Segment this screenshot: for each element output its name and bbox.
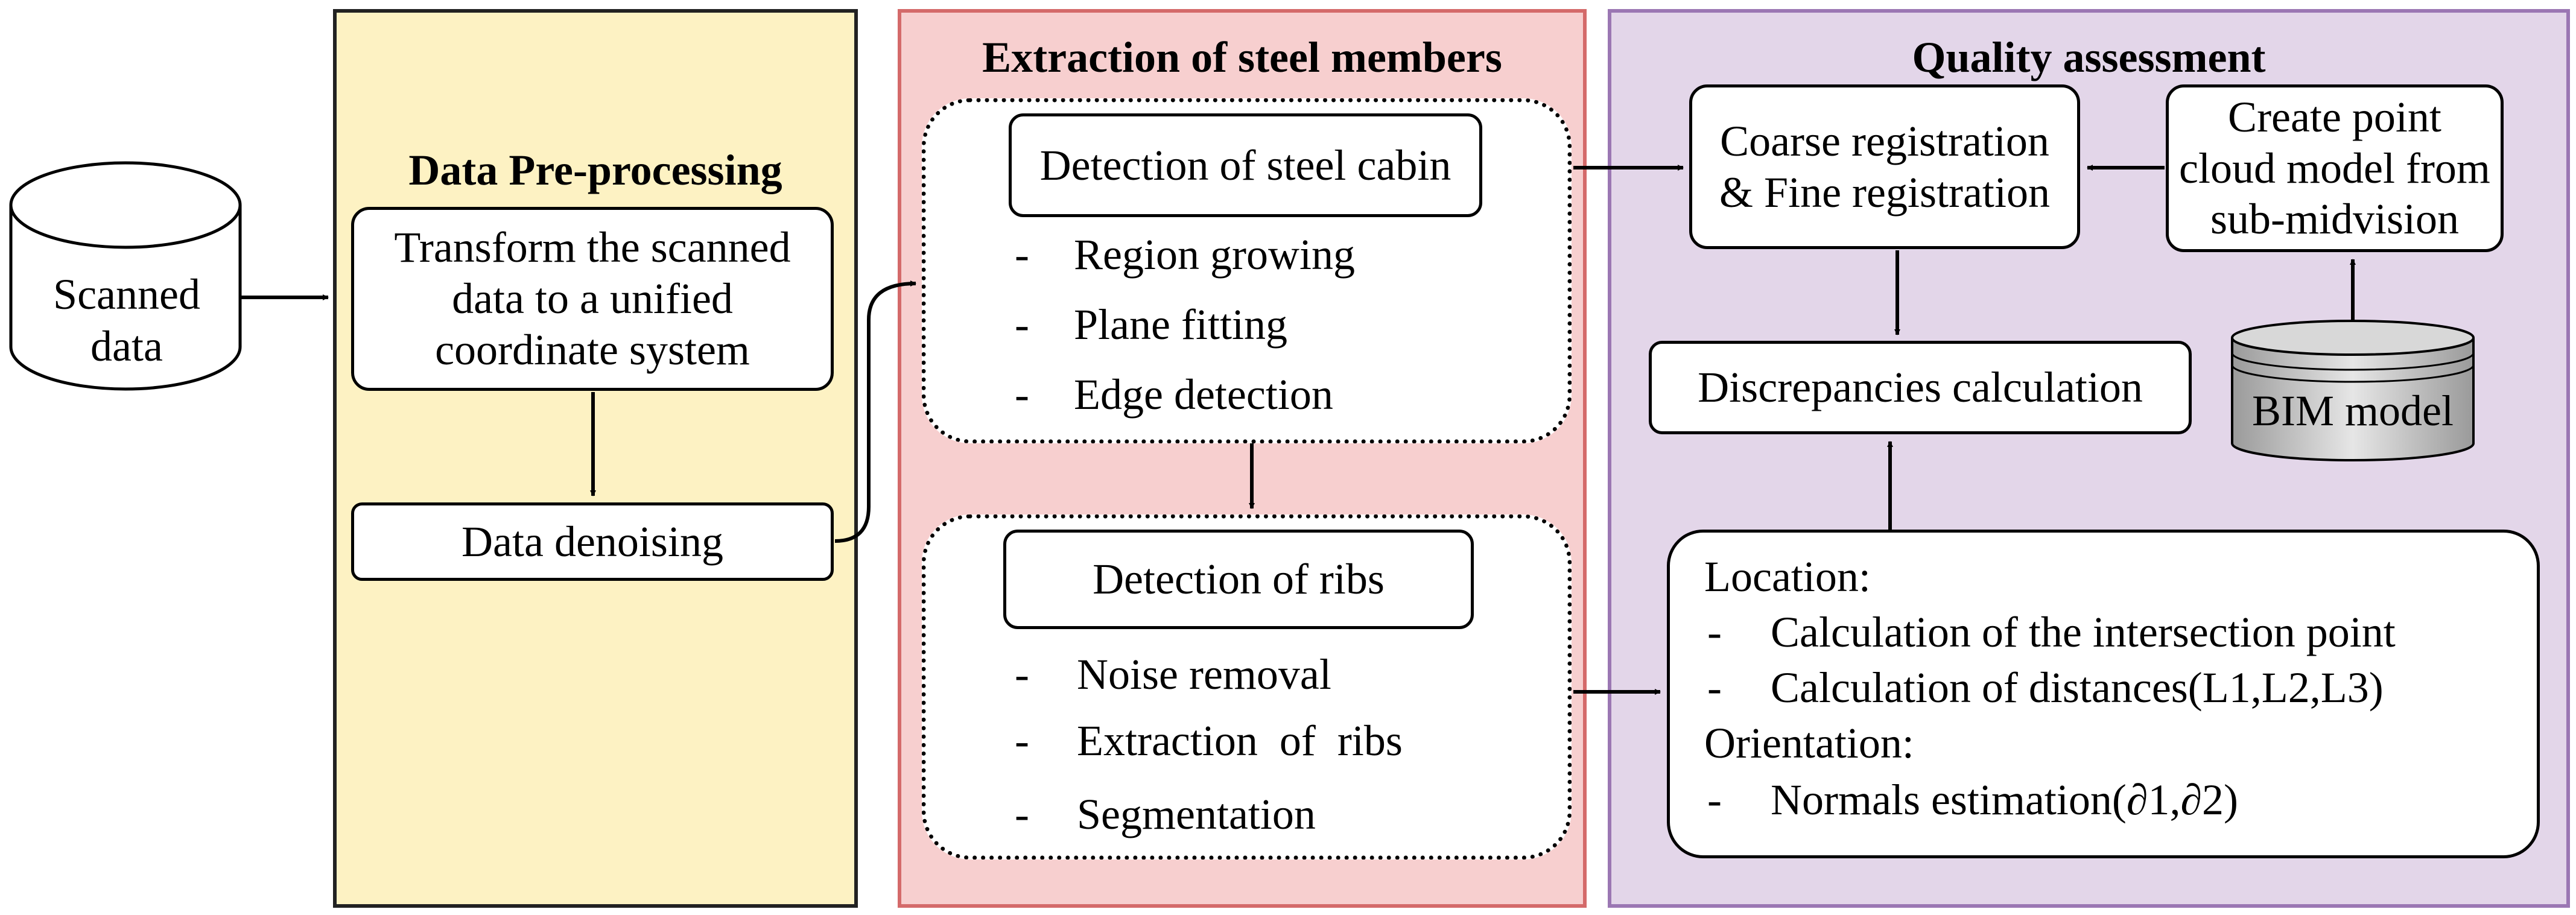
registration-box: Coarse registration & Fine registration <box>1689 84 2080 249</box>
denoise-box: Data denoising <box>351 502 834 581</box>
cabin-item: Plane fitting <box>1074 300 1287 349</box>
bullet-dash: - <box>1015 650 1029 698</box>
ribs-item: Extraction of ribs <box>1077 717 1403 765</box>
bullet-dash: - <box>1707 663 1722 712</box>
cabin-title-box: Detection of steel cabin <box>1009 113 1482 217</box>
arrow-denoise-to-extraction <box>834 280 916 543</box>
quality-title: Quality assessment <box>1912 33 2266 81</box>
orientation-label: Orientation: <box>1704 719 1914 767</box>
scanned-data-cylinder <box>9 161 242 391</box>
bullet-dash: - <box>1015 717 1029 765</box>
bullet-dash: - <box>1015 790 1029 838</box>
bullet-dash: - <box>1015 300 1029 349</box>
bim-model-label: BIM model <box>2252 387 2454 435</box>
assessment-box <box>1667 530 2540 858</box>
preprocessing-title: Data Pre-processing <box>408 146 782 194</box>
extraction-title: Extraction of steel members <box>982 33 1502 81</box>
ribs-title-box: Detection of ribs <box>1003 530 1474 629</box>
discrepancies-box: Discrepancies calculation <box>1649 341 2192 434</box>
preprocessing-panel: Data Pre-processing <box>333 9 858 908</box>
bullet-dash: - <box>1015 370 1029 419</box>
transform-box: Transform the scanned data to a unified … <box>351 207 834 391</box>
ribs-item: Segmentation <box>1077 790 1316 838</box>
ribs-item: Noise removal <box>1077 650 1331 698</box>
bullet-dash: - <box>1707 776 1722 824</box>
scanned-data-label: Scanned data <box>53 270 200 371</box>
location-item: Calculation of distances(L1,L2,L3) <box>1771 663 2384 712</box>
create-model-box: Create point cloud model from sub-midvis… <box>2166 84 2504 252</box>
location-label: Location: <box>1704 552 1871 601</box>
bullet-dash: - <box>1015 230 1029 279</box>
bullet-dash: - <box>1707 608 1722 656</box>
location-item: Calculation of the intersection point <box>1771 608 2396 656</box>
cabin-item: Region growing <box>1074 230 1355 279</box>
orientation-item: Normals estimation(∂1,∂2) <box>1771 776 2239 824</box>
cabin-item: Edge detection <box>1074 370 1333 419</box>
bim-model-cylinder <box>2231 320 2475 461</box>
